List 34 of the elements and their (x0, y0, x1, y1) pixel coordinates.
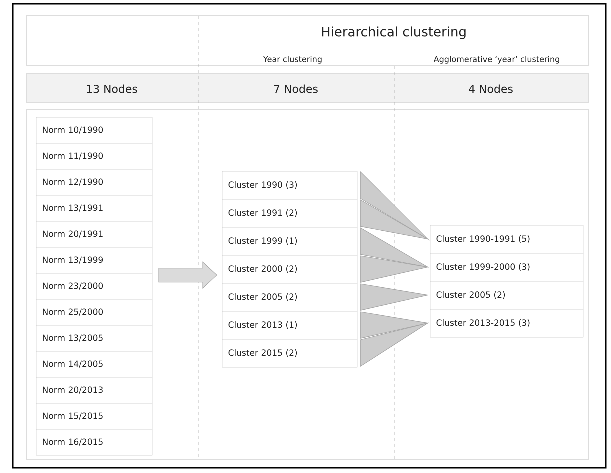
cluster-box: Cluster 2015 (2) (222, 339, 358, 368)
column-heading: Year clustering (263, 56, 322, 64)
block-arrow (158, 262, 218, 289)
cluster-box: Norm 13/2005 (36, 325, 153, 352)
cluster-box: Norm 20/1991 (36, 221, 153, 248)
cluster-box: Norm 11/1990 (36, 143, 153, 170)
cluster-box: Cluster 1999 (1) (222, 226, 358, 256)
merge-wedge (360, 284, 430, 311)
column-heading: Agglomerative ‘year’ clustering (434, 56, 560, 64)
node-count: 4 Nodes (469, 84, 513, 94)
cluster-box: Norm 12/1990 (36, 169, 153, 196)
cluster-box: Cluster 2005 (2) (430, 281, 584, 310)
cluster-box: Cluster 1990-1991 (5) (430, 225, 584, 254)
diagram-title: Hierarchical clustering (322, 26, 466, 40)
cluster-box: Norm 10/1990 (36, 117, 153, 144)
cluster-box: Cluster 1991 (2) (222, 199, 358, 228)
cluster-box: Norm 16/2015 (36, 429, 153, 456)
cluster-box: Norm 13/1991 (36, 195, 153, 222)
cluster-box: Norm 20/2013 (36, 377, 153, 404)
cluster-box: Cluster 2005 (2) (222, 283, 358, 312)
cluster-box: Cluster 2013 (1) (222, 311, 358, 340)
merge-wedge (360, 312, 430, 339)
cluster-box: Cluster 1990 (3) (222, 171, 358, 200)
merge-wedge (360, 256, 430, 283)
cluster-box: Cluster 1999-2000 (3) (430, 253, 584, 282)
cluster-box: Cluster 2013-2015 (3) (430, 309, 584, 338)
cluster-box: Norm 13/1999 (36, 246, 153, 274)
cluster-box: Norm 25/2000 (36, 299, 153, 326)
node-count: 13 Nodes (87, 84, 138, 94)
node-count: 7 Nodes (274, 84, 318, 94)
cluster-box: Norm 23/2000 (36, 273, 153, 300)
cluster-box: Norm 15/2015 (36, 403, 153, 430)
cluster-box: Cluster 2000 (2) (222, 255, 358, 284)
cluster-box: Norm 14/2005 (36, 351, 153, 378)
